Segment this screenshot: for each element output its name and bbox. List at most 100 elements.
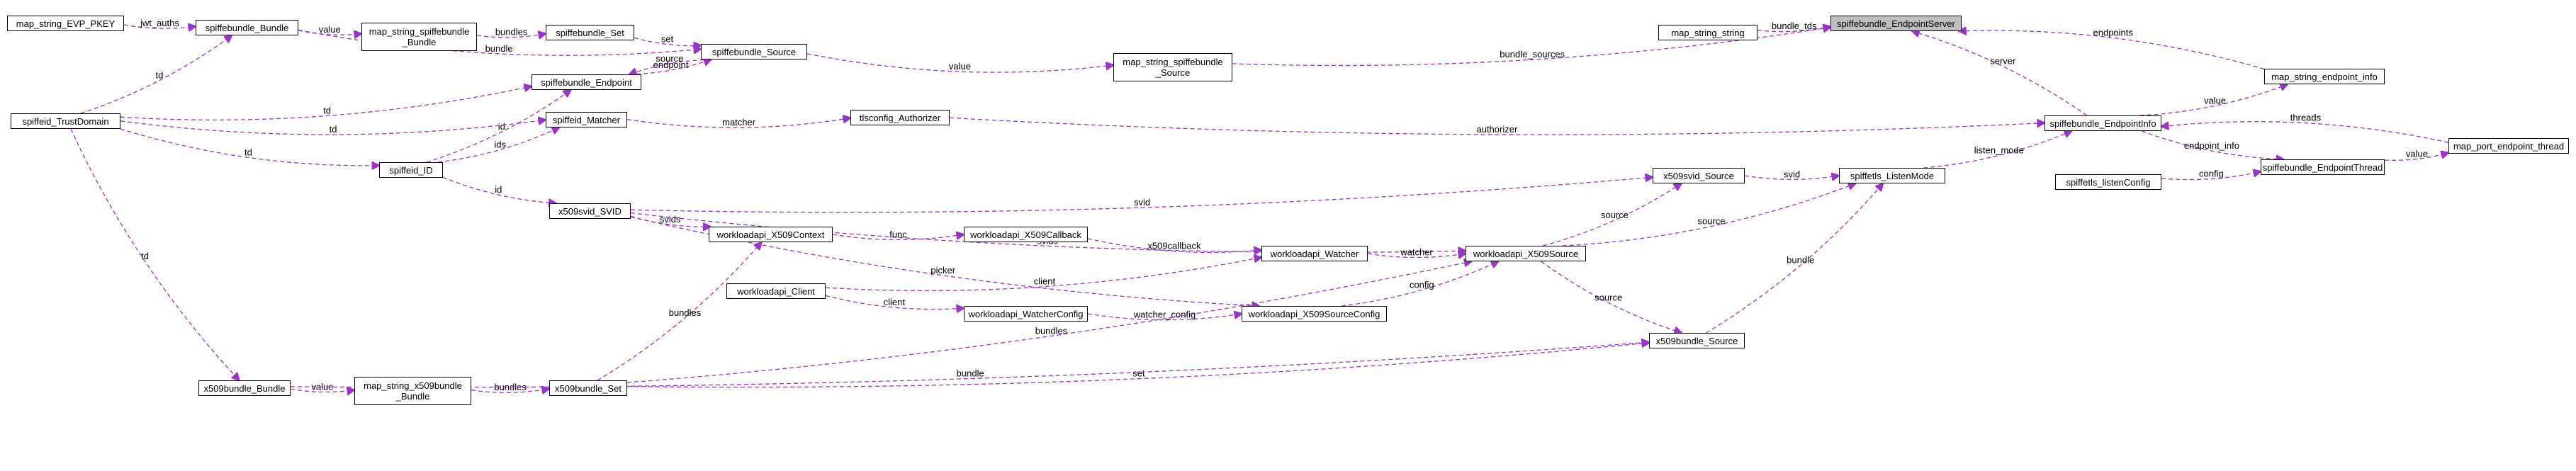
edge-endpoint-info-to-endpoint-thread	[2142, 130, 2284, 159]
edge-label: td	[155, 70, 163, 81]
edge-trust-domain-to-sb-endpoint	[120, 86, 531, 120]
edge-xb-bundle-to-map-xb-bundle	[290, 389, 354, 392]
edge-xb-source-to-listen-mode	[1706, 183, 1884, 334]
node-sb-source[interactable]: spiffebundle_Source	[701, 44, 807, 59]
node-endpoint-thread[interactable]: spiffebundle_EndpointThread	[2261, 159, 2385, 175]
edge-label: watcher_config	[1133, 310, 1196, 320]
edge-label: listen_mode	[1974, 144, 2024, 155]
edge-x509source-to-xb-source	[1541, 261, 1682, 333]
edge-label: td	[330, 124, 337, 135]
node-x509callback[interactable]: workloadapi_X509Callback	[964, 227, 1088, 242]
node-matcher[interactable]: spiffeid_Matcher	[546, 112, 627, 127]
edge-map-pkey-to-sb-bundle	[123, 25, 196, 28]
edge-label: td	[323, 105, 331, 115]
edge-trust-domain-to-sb-bundle	[80, 35, 232, 114]
node-x509source-config[interactable]: workloadapi_X509SourceConfig	[1242, 306, 1387, 322]
edge-label: source	[1697, 216, 1725, 227]
node-endpoint-server[interactable]: spiffebundle_EndpointServer	[1830, 16, 1962, 31]
edge-label: config	[1410, 279, 1434, 290]
node-listen-config[interactable]: spiffetls_listenConfig	[2055, 174, 2161, 190]
edge-label: set	[661, 34, 674, 45]
edge-xb-bundle-to-xb-source	[290, 342, 1649, 388]
edge-wl-client-to-watcher	[825, 257, 1261, 292]
edge-label: matcher	[722, 117, 756, 127]
edge-label: bundle_tds	[1772, 21, 1817, 31]
edge-svid-to-svid-source	[630, 177, 1653, 213]
edge-label: authorizer	[1476, 124, 1517, 135]
edge-sb-source-to-map-sb-source	[806, 53, 1113, 73]
edge-wl-client-to-watcher-config	[825, 295, 964, 309]
node-xb-source[interactable]: x509bundle_Source	[1649, 333, 1745, 348]
node-watcher[interactable]: workloadapi_Watcher	[1261, 246, 1368, 261]
node-map-xb-bundle[interactable]: map_string_x509bundle _Bundle	[354, 377, 471, 405]
edge-label: id	[495, 184, 502, 195]
node-x509context[interactable]: workloadapi_X509Context	[709, 227, 833, 242]
edge-sb-bundle-to-sb-source	[298, 29, 701, 56]
edge-label: client	[1034, 276, 1056, 287]
edge-label: bundle	[1787, 255, 1814, 266]
edge-label: bundle	[957, 368, 984, 379]
node-tls-authorizer[interactable]: tlsconfig_Authorizer	[850, 110, 950, 125]
node-map-string-string[interactable]: map_string_string	[1658, 25, 1757, 40]
edge-sb-source-to-sb-endpoint	[629, 59, 712, 74]
edge-svid-source-to-listen-mode	[1744, 176, 1839, 179]
node-map-pkey[interactable]: map_string_EVP_PKEY	[7, 16, 124, 31]
edge-label: value	[2204, 95, 2226, 106]
edge-endpoint-thread-to-map-port-thread	[2384, 153, 2448, 161]
edge-label: td	[141, 251, 149, 261]
edge-label: value	[319, 24, 341, 35]
node-wl-client[interactable]: workloadapi_Client	[726, 283, 826, 299]
node-sb-bundle[interactable]: spiffebundle_Bundle	[196, 20, 298, 35]
edge-label: value	[949, 61, 971, 72]
edge-label: bundles	[495, 27, 528, 38]
edge-xb-set-to-x509context	[597, 242, 761, 381]
edge-label: watcher	[1400, 247, 1433, 258]
node-xb-set[interactable]: x509bundle_Set	[549, 380, 627, 396]
node-watcher-config[interactable]: workloadapi_WatcherConfig	[964, 306, 1088, 322]
node-spiffeid-id[interactable]: spiffeid_ID	[379, 162, 443, 178]
edge-label: config	[2199, 169, 2224, 179]
edge-label: svid	[1784, 169, 1800, 179]
node-trust-domain[interactable]: spiffeid_TrustDomain	[11, 113, 120, 129]
edge-trust-domain-to-spiffeid-id	[120, 128, 379, 166]
node-map-port-thread[interactable]: map_port_endpoint_thread	[2448, 138, 2569, 154]
edge-x509source-to-listen-mode	[1562, 183, 1856, 246]
node-svid[interactable]: x509svid_SVID	[549, 203, 631, 219]
edge-listen-config-to-endpoint-thread	[2161, 171, 2261, 181]
node-endpoint-info[interactable]: spiffebundle_EndpointInfo	[2045, 115, 2161, 131]
node-x509source[interactable]: workloadapi_X509Source	[1466, 246, 1586, 261]
node-sb-endpoint[interactable]: spiffebundle_Endpoint	[531, 74, 641, 90]
edge-label: bundle_sources	[1500, 49, 1565, 59]
edge-x509callback-to-watcher	[1087, 238, 1261, 253]
node-listen-mode[interactable]: spiffetls_ListenMode	[1839, 168, 1945, 183]
edge-label: ids	[494, 139, 506, 149]
node-map-sb-source[interactable]: map_string_spiffebundle _Source	[1113, 53, 1232, 81]
edge-label: bundle	[485, 43, 513, 54]
edge-label: source	[1594, 292, 1622, 302]
edge-spiffeid-id-to-matcher	[438, 127, 559, 163]
node-xb-bundle[interactable]: x509bundle_Bundle	[198, 380, 291, 396]
edge-label: endpoint_info	[2184, 140, 2239, 151]
edge-tls-authorizer-to-endpoint-info	[949, 117, 2045, 135]
node-map-sb-bundle[interactable]: map_string_spiffebundle _Bundle	[361, 23, 477, 51]
edge-sb-bundle-to-map-sb-bundle	[298, 30, 361, 35]
node-map-endpoint-info[interactable]: map_string_endpoint_info	[2264, 69, 2385, 84]
edge-label: source	[656, 53, 683, 64]
edge-label: svids	[660, 214, 681, 225]
edge-map-xb-bundle-to-xb-set	[471, 389, 549, 392]
edge-label: client	[884, 297, 906, 307]
edge-label: td	[244, 147, 252, 157]
edge-xb-set-to-x509source	[626, 261, 1471, 383]
edge-label: bundles	[1035, 325, 1068, 336]
edge-x509source-config-to-x509source	[1342, 261, 1498, 307]
edge-label: value	[2406, 149, 2428, 159]
edge-label: source	[1601, 210, 1629, 220]
edge-trust-domain-to-xb-bundle	[70, 128, 240, 380]
edge-label: picker	[930, 265, 955, 276]
edge-spiffeid-id-to-svid	[442, 176, 556, 203]
node-svid-source[interactable]: x509svid_Source	[1653, 168, 1745, 183]
edge-x509context-to-x509callback	[832, 234, 964, 241]
edge-spiffeid-id-to-sb-endpoint	[426, 90, 571, 163]
node-sb-set[interactable]: spiffebundle_Set	[546, 25, 634, 40]
